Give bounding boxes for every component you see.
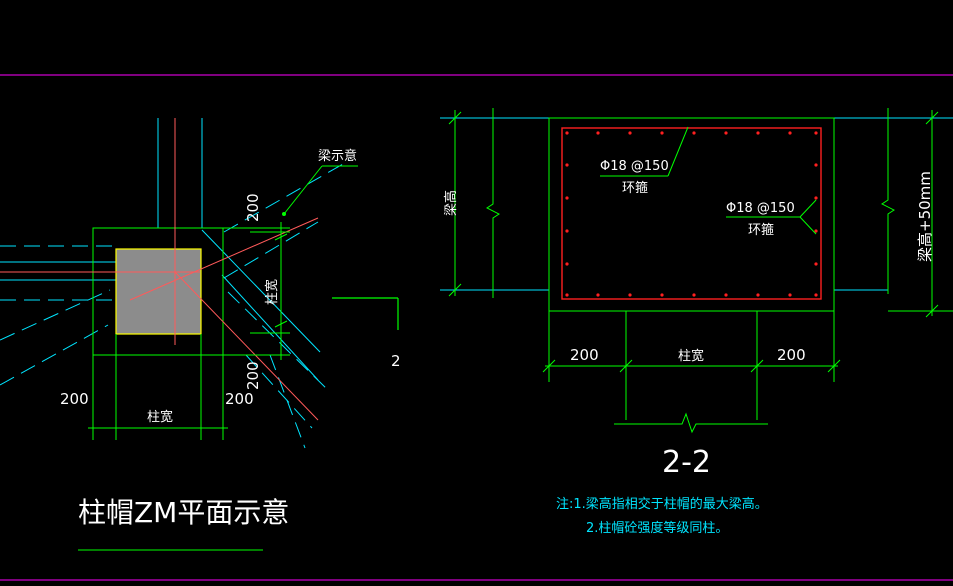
section-dim-mid: 柱宽 bbox=[678, 348, 704, 364]
plan-dim-bottom-left: 200 bbox=[60, 390, 89, 408]
rebar-leaders bbox=[600, 126, 817, 235]
drawing-frame bbox=[0, 74, 953, 581]
section-dim-right: 200 bbox=[777, 346, 806, 364]
column-cap-outline bbox=[92, 227, 224, 356]
plan-dim-side: 200 bbox=[244, 361, 262, 390]
section-cap-outline bbox=[548, 117, 835, 434]
plan-dimension-lines bbox=[88, 222, 290, 440]
notes: 注:1.梁高指相交于柱帽的最大梁高。 2.柱帽砼强度等级同柱。 bbox=[556, 496, 768, 536]
plan-dim-bottom-right: 200 bbox=[225, 390, 254, 408]
beam-height-dimension-right bbox=[881, 108, 953, 318]
rebar-spec-side: Φ18 @150 bbox=[726, 201, 795, 216]
plan-title: 柱帽ZM平面示意 bbox=[78, 496, 289, 529]
beam-label: 梁示意 bbox=[318, 148, 357, 164]
rebar-spec-side-sub: 环箍 bbox=[748, 222, 774, 238]
note-line-2: 2.柱帽砼强度等级同柱。 bbox=[586, 520, 728, 536]
rebar-dots bbox=[565, 131, 818, 297]
section-bottom-dimension bbox=[542, 311, 841, 382]
beam-height-plus-label: 梁高+50mm bbox=[916, 171, 934, 262]
plan-col-width-side: 柱宽 bbox=[264, 279, 280, 305]
beam-callout-dot bbox=[282, 212, 286, 216]
section-cut-number: 2 bbox=[391, 352, 401, 370]
column-section bbox=[115, 248, 202, 335]
plan-view: 梁示意 200 柱宽 200 200 200 柱宽 2 柱帽ZM平面示意 bbox=[0, 118, 401, 551]
section-view: Φ18 @150 环箍 Φ18 @150 环箍 梁高 梁高+50mm 200 柱… bbox=[440, 108, 953, 480]
plan-dim-top: 200 bbox=[244, 193, 262, 222]
note-line-1: 注:1.梁高指相交于柱帽的最大梁高。 bbox=[556, 496, 768, 512]
rebar-spec-top: Φ18 @150 bbox=[600, 159, 669, 174]
section-beam-lines bbox=[440, 117, 953, 291]
plan-axis-lines bbox=[0, 159, 351, 449]
section-cut-mark bbox=[332, 297, 399, 330]
section-title: 2-2 bbox=[662, 445, 711, 480]
beam-height-label: 梁高 bbox=[443, 190, 459, 216]
plan-col-width-bottom: 柱宽 bbox=[147, 409, 173, 425]
section-dim-left: 200 bbox=[570, 346, 599, 364]
rebar-cage bbox=[561, 127, 822, 300]
rebar-spec-top-sub: 环箍 bbox=[622, 180, 648, 196]
beam-height-dimension-left bbox=[448, 108, 500, 298]
plan-grid-lines bbox=[0, 118, 321, 381]
beam-callout-leader bbox=[283, 165, 358, 215]
